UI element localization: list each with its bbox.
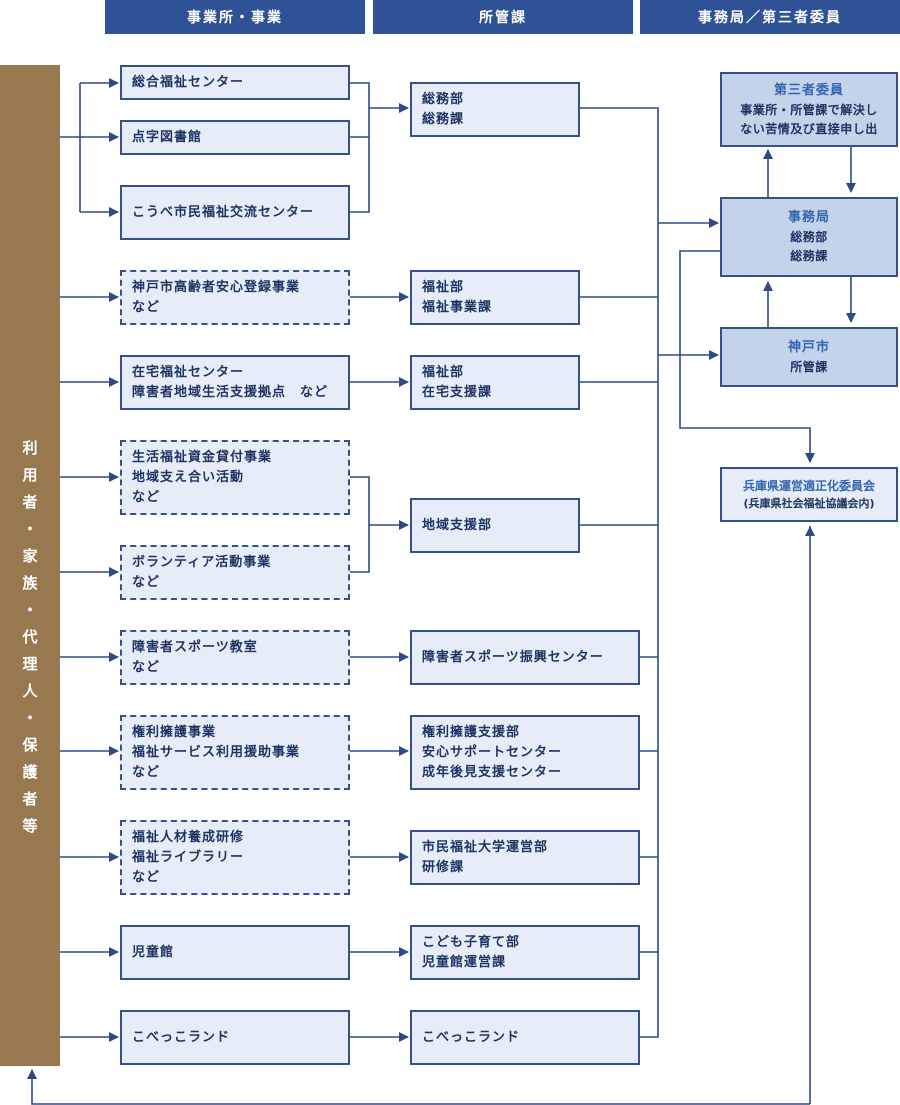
dept-box-citizen-welfare-university: 市民福祉大学運営部 研修課 bbox=[410, 830, 640, 885]
dept-box-community-support: 地域支援部 bbox=[410, 498, 580, 553]
dept-label: 在宅支援課 bbox=[422, 384, 493, 400]
kobe-city-box: 神戸市 所管課 bbox=[720, 327, 898, 387]
dept-label: こべっこランド bbox=[422, 1029, 521, 1045]
dept-label: 総務部 bbox=[422, 91, 465, 107]
service-label: など bbox=[132, 489, 161, 505]
dept-label: 研修課 bbox=[422, 859, 465, 875]
dept-label: 安心サポートセンター bbox=[422, 744, 563, 760]
dept-label: 福祉部 bbox=[422, 364, 465, 380]
header-services: 事業所・事業 bbox=[105, 0, 365, 34]
dept-label: 障害者スポーツ振興センター bbox=[422, 649, 604, 665]
dept-label: 成年後見支援センター bbox=[422, 764, 563, 780]
dept-box-welfare-projects: 福祉部 福祉事業課 bbox=[410, 270, 580, 325]
service-label: など bbox=[132, 764, 161, 780]
sidebar-char: 者 bbox=[22, 493, 38, 511]
header-departments: 所管課 bbox=[373, 0, 633, 34]
service-label: 福祉サービス利用援助事業 bbox=[132, 744, 301, 760]
service-label: 児童館 bbox=[132, 944, 175, 960]
sidebar-char: ・ bbox=[22, 601, 38, 619]
hyogo-committee-box: 兵庫県運営適正化委員会 (兵庫県社会福祉協議会内) bbox=[720, 467, 898, 522]
service-label: 福祉ライブラリー bbox=[132, 849, 245, 865]
dept-label: 総務課 bbox=[422, 111, 465, 127]
service-label: こべっこランド bbox=[132, 1029, 231, 1045]
service-label: など bbox=[132, 299, 161, 315]
hyogo-title: 兵庫県運営適正化委員会 bbox=[742, 479, 875, 493]
service-box-braille-library: 点字図書館 bbox=[120, 120, 350, 155]
service-box-home-welfare-center: 在宅福祉センター 障害者地域生活支援拠点 など bbox=[120, 355, 350, 410]
sidebar-users-family: 利用者・家族・代理人・保護者等 bbox=[0, 65, 60, 1066]
header-secretariat: 事務局／第三者委員 bbox=[640, 0, 900, 34]
service-label: 地域支え合い活動 bbox=[132, 469, 245, 485]
dept-label: こども子育て部 bbox=[422, 934, 521, 950]
sidebar-char: 族 bbox=[22, 574, 38, 592]
service-label: 神戸市高齢者安心登録事業 bbox=[132, 279, 301, 295]
sidebar-char: ・ bbox=[22, 520, 38, 538]
dept-label: 市民福祉大学運営部 bbox=[422, 839, 549, 855]
third-party-committee-box: 第三者委員 事業所・所管課で解決し ない苦情及び直接申し出 bbox=[720, 72, 898, 147]
secretariat-line: 総務部 bbox=[790, 230, 828, 244]
sidebar-char: 護 bbox=[22, 763, 38, 781]
service-label: など bbox=[132, 659, 161, 675]
dept-box-general-affairs: 総務部 総務課 bbox=[410, 82, 580, 137]
kobe-city-title: 神戸市 bbox=[787, 339, 830, 355]
sidebar-char: 者 bbox=[22, 790, 38, 808]
dept-box-rights-advocacy-support: 権利擁護支援部 安心サポートセンター 成年後見支援センター bbox=[410, 715, 640, 790]
service-box-elderly-registration: 神戸市高齢者安心登録事業 など bbox=[120, 270, 350, 325]
service-label: こうべ市民福祉交流センター bbox=[132, 204, 315, 220]
sidebar-char: 等 bbox=[22, 817, 38, 835]
service-box-rights-advocacy: 権利擁護事業 福祉サービス利用援助事業 など bbox=[120, 715, 350, 790]
service-label: 福祉人材養成研修 bbox=[132, 829, 245, 845]
dept-box-home-support: 福祉部 在宅支援課 bbox=[410, 355, 580, 410]
service-box-general-welfare-center: 総合福祉センター bbox=[120, 65, 350, 100]
service-label: 在宅福祉センター bbox=[132, 364, 245, 380]
service-label: 総合福祉センター bbox=[132, 74, 245, 90]
sidebar-label: 利用者・家族・代理人・保護者等 bbox=[0, 435, 60, 840]
service-label: など bbox=[132, 574, 161, 590]
dept-label: 権利擁護支援部 bbox=[422, 724, 521, 740]
sidebar-char: ・ bbox=[22, 709, 38, 727]
secretariat-line: 総務課 bbox=[790, 249, 828, 263]
service-box-disability-sports-class: 障害者スポーツ教室 など bbox=[120, 630, 350, 685]
service-label: 障害者スポーツ教室 bbox=[132, 639, 258, 655]
service-label: ボランティア活動事業 bbox=[132, 554, 272, 570]
service-box-welfare-training: 福祉人材養成研修 福祉ライブラリー など bbox=[120, 820, 350, 895]
service-box-kobe-welfare-exchange-center: こうべ市民福祉交流センター bbox=[120, 185, 350, 240]
sidebar-char: 人 bbox=[22, 682, 38, 700]
secretariat-title: 事務局 bbox=[787, 210, 830, 225]
dept-box-disability-sports-center: 障害者スポーツ振興センター bbox=[410, 630, 640, 685]
third-party-desc: 事業所・所管課で解決し bbox=[740, 102, 878, 117]
sidebar-char: 用 bbox=[22, 466, 38, 484]
service-box-kobekko-land: こべっこランド bbox=[120, 1010, 350, 1065]
secretariat-box: 事務局 総務部 総務課 bbox=[720, 197, 898, 277]
third-party-desc: ない苦情及び直接申し出 bbox=[740, 121, 878, 136]
service-label: など bbox=[132, 869, 161, 885]
service-label: 点字図書館 bbox=[132, 129, 203, 145]
service-label: 生活福祉資金貸付事業 bbox=[132, 449, 273, 465]
dept-label: 福祉事業課 bbox=[422, 299, 493, 315]
dept-label: 福祉部 bbox=[422, 279, 465, 295]
sidebar-char: 理 bbox=[22, 655, 38, 673]
service-label: 権利擁護事業 bbox=[132, 724, 217, 740]
dept-label: 地域支援部 bbox=[422, 517, 493, 533]
third-party-title: 第三者委員 bbox=[773, 82, 844, 98]
service-box-childrens-hall: 児童館 bbox=[120, 925, 350, 980]
dept-box-kobekko-land: こべっこランド bbox=[410, 1010, 640, 1065]
service-box-volunteer-activities: ボランティア活動事業 など bbox=[120, 545, 350, 600]
dept-box-child-rearing: こども子育て部 児童館運営課 bbox=[410, 925, 640, 980]
dept-label: 児童館運営課 bbox=[422, 954, 507, 970]
hyogo-subtitle: (兵庫県社会福祉協議会内) bbox=[743, 497, 875, 510]
sidebar-char: 利 bbox=[22, 439, 38, 457]
service-box-living-welfare-fund: 生活福祉資金貸付事業 地域支え合い活動 など bbox=[120, 440, 350, 515]
service-label: 障害者地域生活支援拠点 など bbox=[132, 384, 329, 400]
kobe-city-line: 所管課 bbox=[790, 359, 828, 374]
sidebar-char: 代 bbox=[22, 628, 38, 646]
sidebar-char: 家 bbox=[22, 547, 38, 565]
sidebar-char: 保 bbox=[22, 736, 38, 754]
